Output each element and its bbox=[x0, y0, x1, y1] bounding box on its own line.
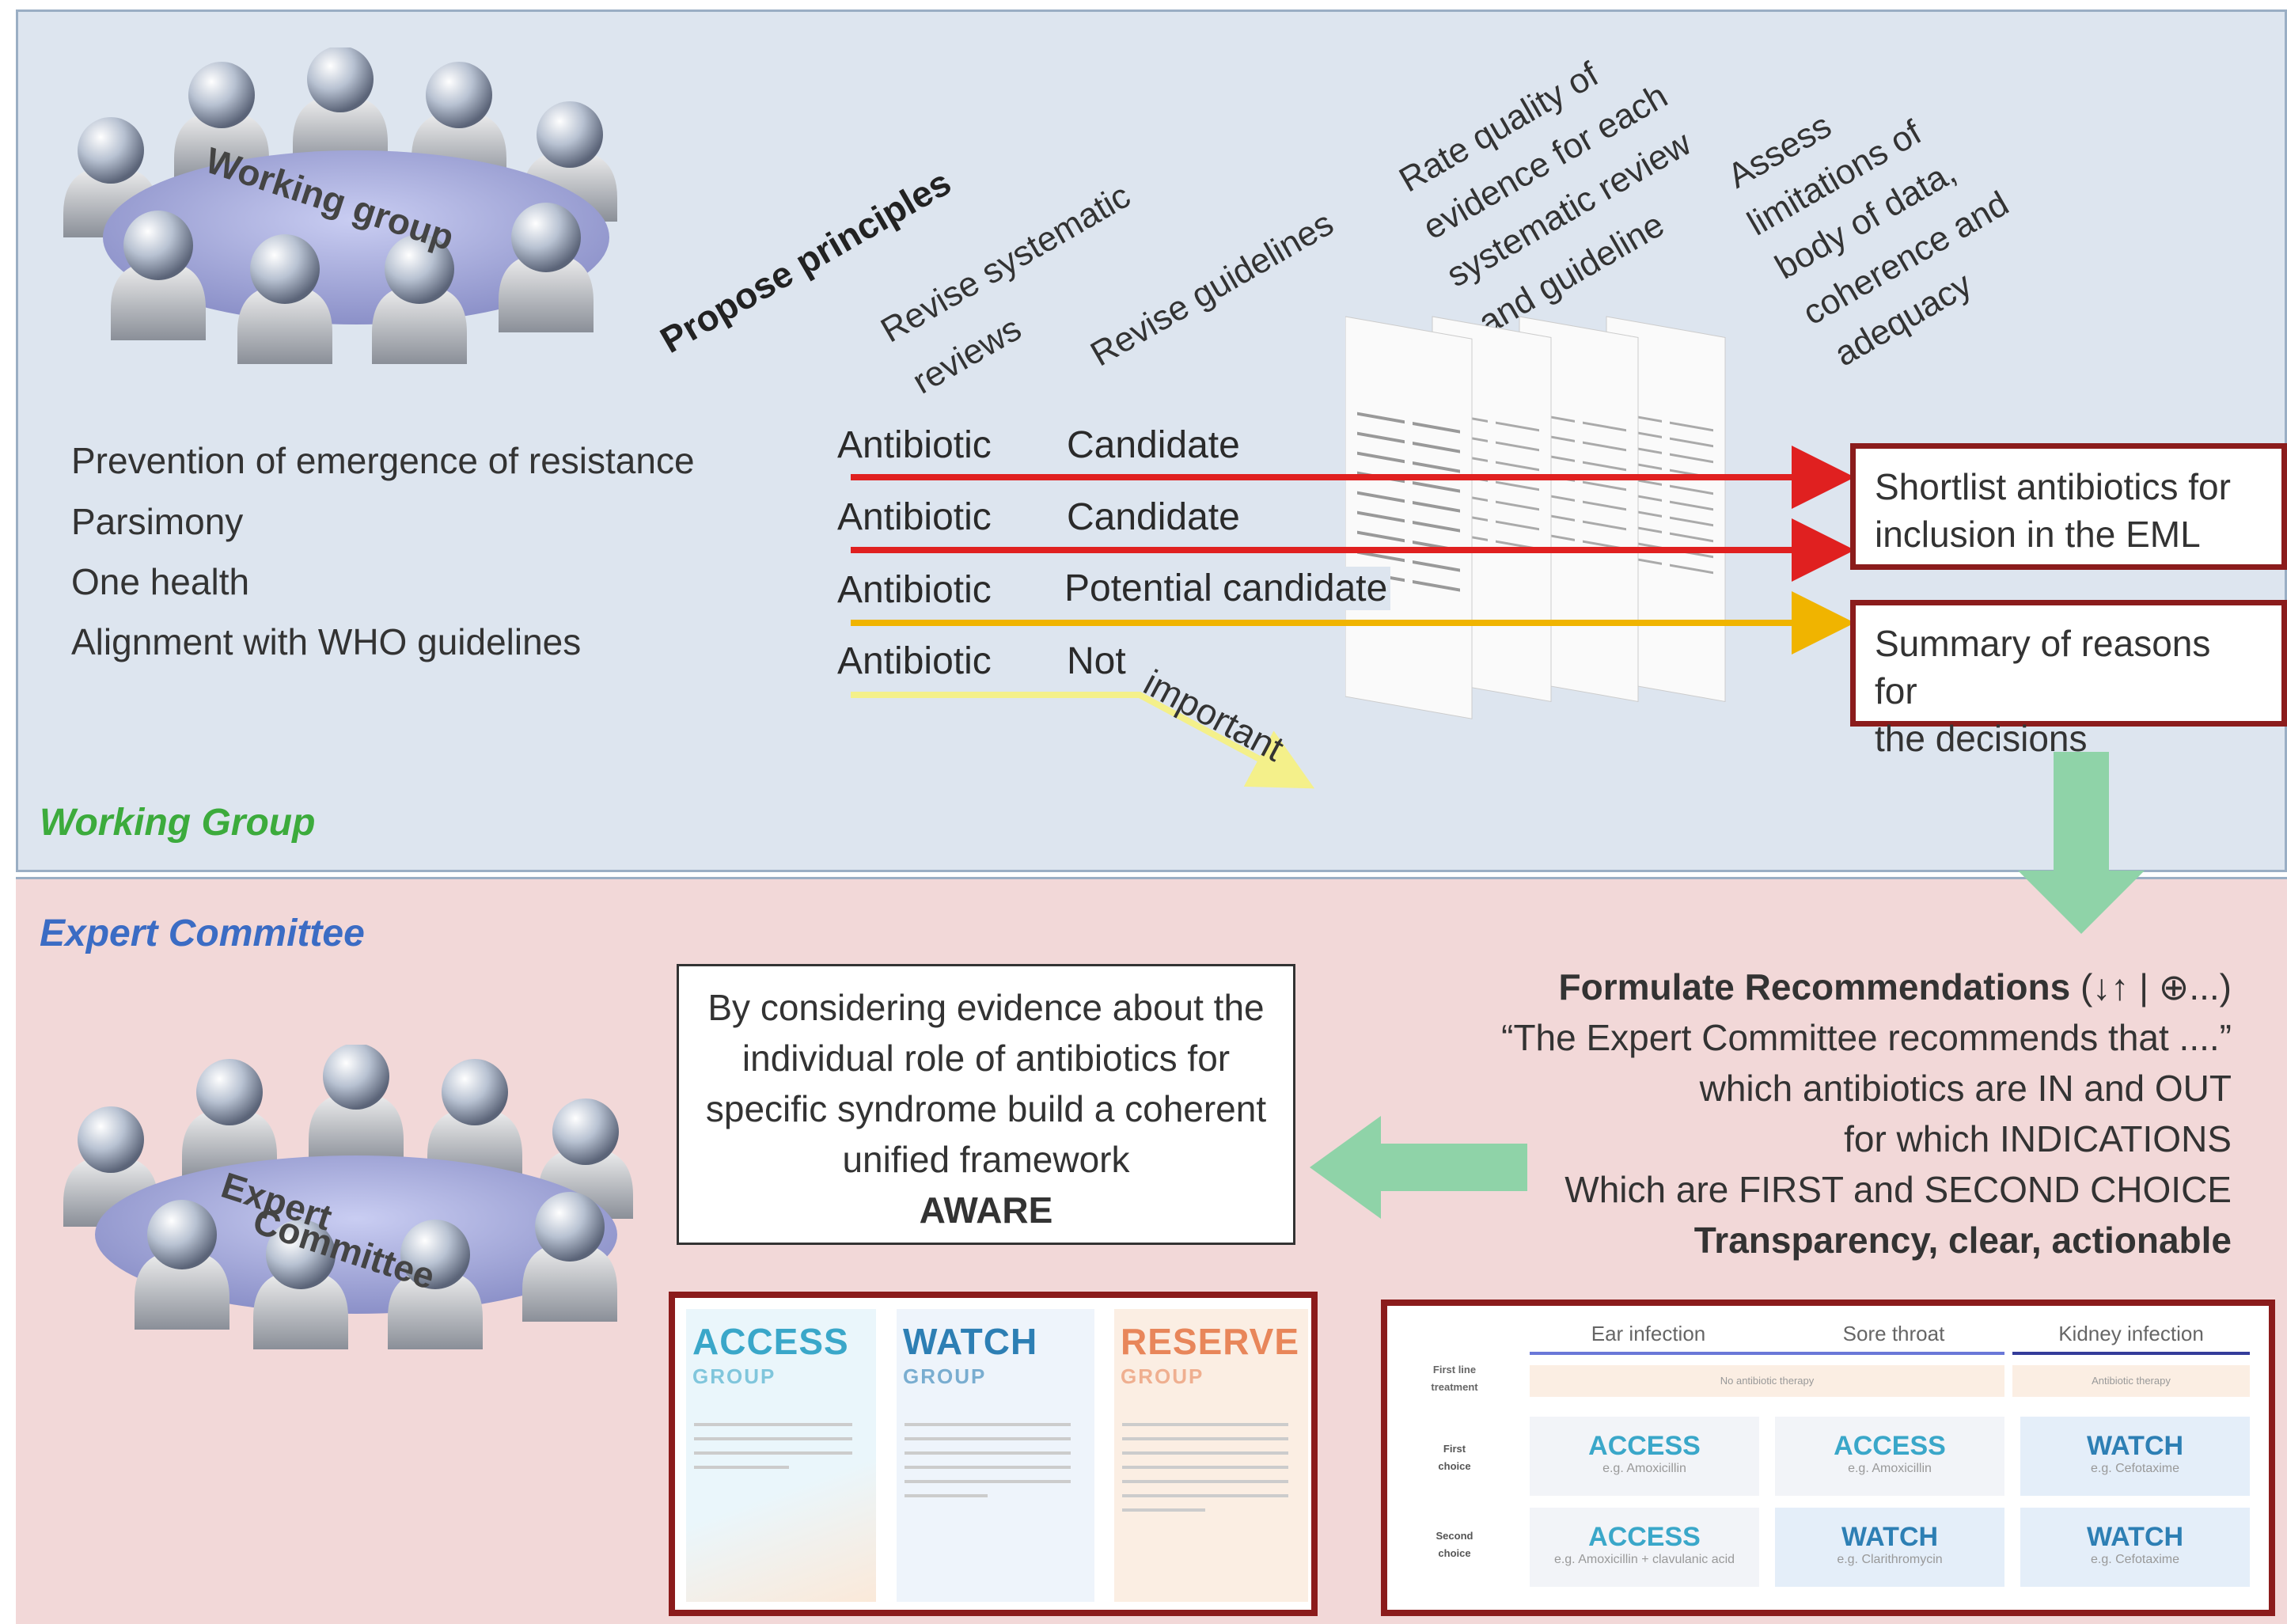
table-cell-throat-second-eg: e.g. Clarithromycin bbox=[1837, 1553, 1943, 1566]
table-cell-kidney-first-group: WATCH bbox=[2086, 1431, 2184, 1461]
aware-line-1: By considering evidence about the bbox=[707, 987, 1265, 1028]
row-2-status: Candidate bbox=[1067, 496, 1240, 538]
principle-one-health: One health bbox=[71, 561, 250, 602]
row-3-status: Potential candidate bbox=[1064, 567, 1391, 610]
table-second-choice-label: Second choice bbox=[1436, 1530, 1473, 1559]
table-first-choice-label: First choice bbox=[1438, 1443, 1471, 1472]
access-group-card: ACCESS GROUP bbox=[686, 1309, 876, 1602]
access-group-sub: GROUP bbox=[692, 1364, 776, 1388]
principle-parsimony: Parsimony bbox=[71, 501, 244, 542]
recommendations-line-3: for which INDICATIONS bbox=[1844, 1118, 2232, 1159]
table-cell-throat-second: WATCH e.g. Clarithromycin bbox=[1775, 1508, 2004, 1587]
summary-line-1: Summary of reasons for bbox=[1875, 623, 2211, 711]
syndrome-table-image: Ear infection Sore throat Kidney infecti… bbox=[1381, 1300, 2275, 1616]
shortlist-box: Shortlist antibiotics for inclusion in t… bbox=[1850, 443, 2287, 570]
document-stack-icon bbox=[1345, 316, 1726, 719]
table-cell-throat-second-group: WATCH bbox=[1841, 1522, 1939, 1552]
expert-committee-people-icon bbox=[63, 1045, 633, 1349]
access-group-text bbox=[694, 1412, 852, 1480]
table-cell-kidney-second: WATCH e.g. Cefotaxime bbox=[2020, 1508, 2250, 1587]
shortlist-line-1: Shortlist antibiotics for bbox=[1875, 466, 2231, 507]
table-cell-ear-first: ACCESS e.g. Amoxicillin bbox=[1530, 1417, 1759, 1496]
access-group-title: ACCESS bbox=[692, 1321, 849, 1362]
table-cell-throat-first-eg: e.g. Amoxicillin bbox=[1848, 1462, 1932, 1475]
table-cell-throat-first: ACCESS e.g. Amoxicillin bbox=[1775, 1417, 2004, 1496]
aware-line-2: individual role of antibiotics for bbox=[741, 1038, 1231, 1079]
table-cell-throat-first-group: ACCESS bbox=[1834, 1431, 1946, 1461]
watch-group-title: WATCH bbox=[903, 1321, 1038, 1362]
watch-group-card: WATCH GROUP bbox=[897, 1309, 1094, 1602]
summary-line-2: the decisions bbox=[1875, 718, 2088, 759]
table-cell-kidney-first: WATCH e.g. Cefotaxime bbox=[2020, 1417, 2250, 1496]
table-cell-ear-first-group: ACCESS bbox=[1588, 1431, 1701, 1461]
table-header-rule-1 bbox=[1530, 1352, 2004, 1355]
summary-box: Summary of reasons for the decisions bbox=[1850, 600, 2287, 759]
table-cell-kidney-second-group: WATCH bbox=[2086, 1522, 2184, 1552]
aware-groups-image: ACCESS GROUP WATCH GROUP RESERVE GROUP bbox=[669, 1292, 1318, 1616]
recommendations-symbols: (↓↑ | ⊕...) bbox=[2080, 966, 2232, 1007]
row-2-antibiotic: Antibiotic bbox=[837, 496, 992, 538]
watch-group-sub: GROUP bbox=[903, 1364, 987, 1388]
table-cell-kidney-first-eg: e.g. Cefotaxime bbox=[2090, 1462, 2180, 1475]
row-4-status: Not bbox=[1067, 640, 1126, 682]
recommendations-line-1: “The Expert Committee recommends that ..… bbox=[1501, 1017, 2232, 1058]
row-3-antibiotic: Antibiotic bbox=[837, 569, 992, 611]
recommendations-line-5: Transparency, clear, actionable bbox=[1693, 1220, 2232, 1261]
working-group-label: Working Group bbox=[40, 802, 316, 844]
recommendations-block: Formulate Recommendations (↓↑ | ⊕...) “T… bbox=[1393, 962, 2232, 1265]
shortlist-line-2: inclusion in the EML bbox=[1875, 514, 2201, 555]
table-first-line-label: First line treatment bbox=[1431, 1364, 1478, 1393]
principle-who-alignment: Alignment with WHO guidelines bbox=[71, 621, 582, 662]
flow-lines bbox=[851, 446, 1855, 789]
aware-framework-box: By considering evidence about the indivi… bbox=[677, 964, 1295, 1245]
table-cell-kidney-second-eg: e.g. Cefotaxime bbox=[2090, 1553, 2180, 1566]
table-cell-ear-second-eg: e.g. Amoxicillin + clavulanic acid bbox=[1553, 1553, 1735, 1566]
table-no-antibiotic: No antibiotic therapy bbox=[1530, 1365, 2004, 1397]
row-4-antibiotic: Antibiotic bbox=[837, 640, 992, 682]
row-1-status: Candidate bbox=[1067, 424, 1240, 466]
table-cell-ear-second-group: ACCESS bbox=[1588, 1522, 1701, 1552]
watch-group-text bbox=[905, 1412, 1071, 1508]
table-col-kidney: Kidney infection bbox=[2058, 1322, 2204, 1345]
reserve-group-text bbox=[1122, 1412, 1288, 1523]
reserve-group-title: RESERVE bbox=[1121, 1321, 1300, 1362]
expert-committee-label: Expert Committee bbox=[40, 913, 365, 954]
reserve-group-card: RESERVE GROUP bbox=[1114, 1309, 1308, 1602]
down-arrow-icon bbox=[2018, 752, 2145, 934]
table-antibiotic-therapy: Antibiotic therapy bbox=[2012, 1365, 2250, 1397]
principle-prevention: Prevention of emergence of resistance bbox=[71, 440, 695, 481]
recommendations-line-2: which antibiotics are IN and OUT bbox=[1699, 1068, 2232, 1109]
recommendations-title: Formulate Recommendations bbox=[1558, 966, 2071, 1007]
aware-line-5: AWARE bbox=[919, 1190, 1053, 1231]
working-group-people-icon bbox=[63, 47, 617, 364]
left-arrow-icon bbox=[1310, 1116, 1527, 1219]
table-col-throat: Sore throat bbox=[1842, 1322, 1945, 1345]
reserve-group-sub: GROUP bbox=[1121, 1364, 1204, 1388]
aware-line-3: specific syndrome build a coherent bbox=[705, 1088, 1267, 1129]
table-cell-ear-second: ACCESS e.g. Amoxicillin + clavulanic aci… bbox=[1530, 1508, 1759, 1587]
table-cell-ear-first-eg: e.g. Amoxicillin bbox=[1602, 1462, 1686, 1475]
row-1-antibiotic: Antibiotic bbox=[837, 424, 992, 466]
table-col-ear: Ear infection bbox=[1591, 1322, 1706, 1345]
flow-line-row-4 bbox=[851, 692, 1315, 789]
table-header-rule-2 bbox=[2012, 1352, 2250, 1355]
recommendations-line-4: Which are FIRST and SECOND CHOICE bbox=[1564, 1169, 2232, 1210]
aware-line-4: unified framework bbox=[842, 1139, 1130, 1180]
